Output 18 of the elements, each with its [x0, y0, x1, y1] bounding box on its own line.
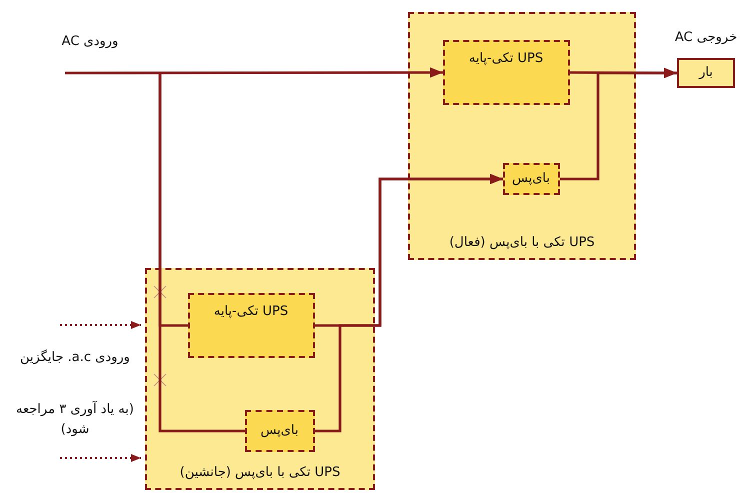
input-label: ورودی AC: [60, 33, 120, 51]
bypass-box: بای‌پس: [502, 162, 560, 194]
connector-arrow: [60, 454, 141, 462]
connector-arrow: [60, 321, 141, 329]
input-label: (به یاد آوری ۳ مراجعه شود): [15, 400, 135, 439]
bypass-group-box: [145, 268, 375, 490]
bypass-box: بای‌پس: [244, 410, 314, 452]
output-label: خروجی AC: [674, 30, 738, 45]
input-label: ورودی a.c. جایگزین: [20, 348, 130, 367]
group-title: UPS تکی با بای‌پس (جانشین): [178, 465, 342, 480]
ups-box: UPS تکی-پایه: [442, 40, 570, 104]
connector-arrow: [560, 68, 677, 180]
connector-arrow: [65, 67, 443, 78]
group-title: UPS تکی با بای‌پس (فعال): [448, 235, 596, 250]
bypass-group-box: [408, 12, 636, 260]
connector-arrow: [315, 174, 503, 432]
ups-box: UPS تکی-پایه: [188, 292, 314, 358]
load-box: بار: [677, 58, 735, 88]
